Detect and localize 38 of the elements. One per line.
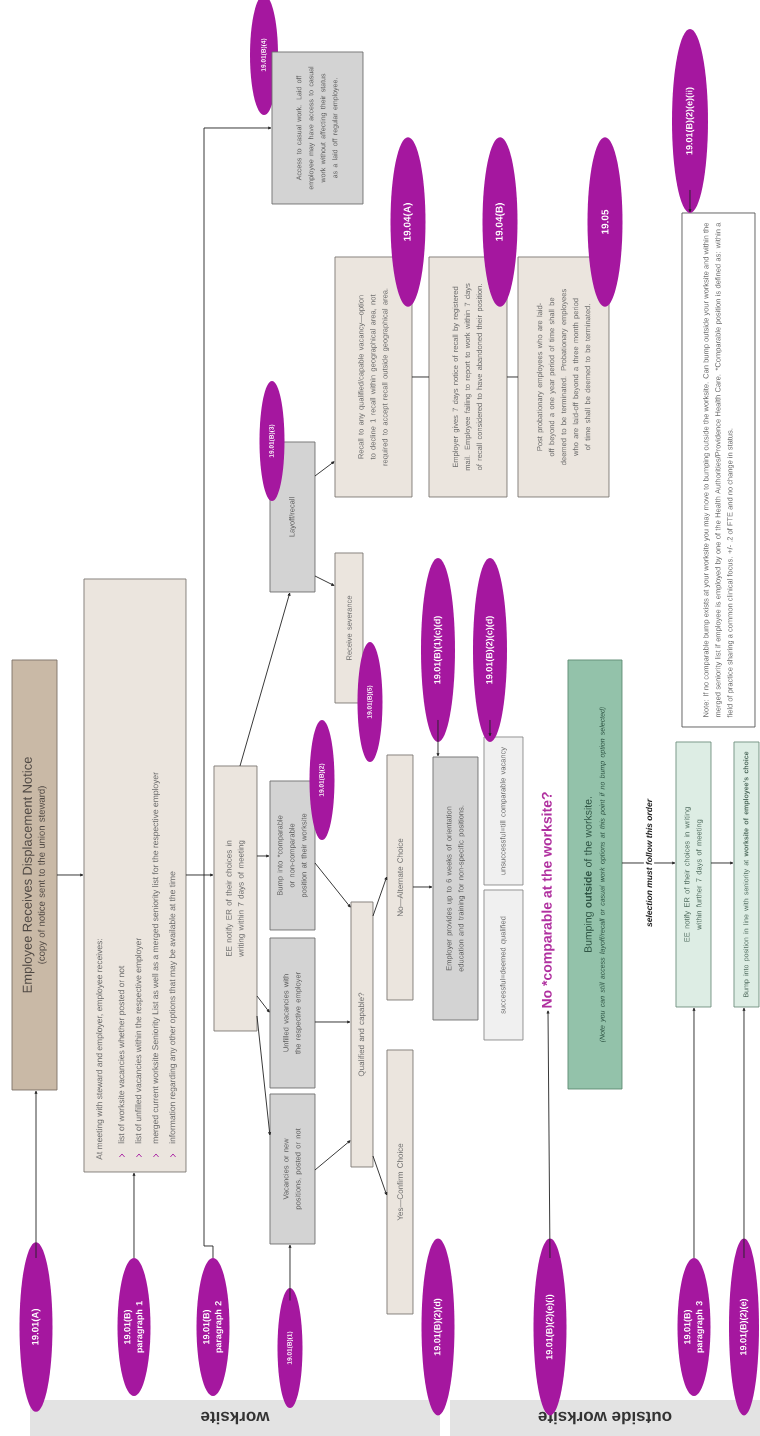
question-text: No *comparable at the worksite? (541, 792, 555, 1008)
arrow (256, 995, 270, 1013)
section-band: outside worksite (450, 1400, 760, 1436)
arrow (256, 854, 270, 858)
arrow (34, 1090, 38, 1259)
arrow (546, 1010, 551, 1259)
connector-line (411, 376, 430, 378)
connector-line (506, 376, 519, 378)
arrow (256, 1015, 272, 1136)
arrow (314, 1140, 351, 1171)
arrow (314, 1020, 351, 1024)
arrow (372, 876, 388, 917)
arrow (621, 861, 676, 865)
arrow (412, 885, 433, 889)
section-band: worksite (30, 1400, 440, 1436)
edge-label: selection must follow this order (643, 797, 655, 929)
arrow (203, 126, 272, 1259)
arrow (710, 861, 734, 865)
arrow (239, 592, 291, 767)
arrow (314, 461, 335, 477)
process-box: Yes—Confirm Choice (386, 1049, 414, 1315)
arrow (436, 719, 440, 757)
arrow (742, 1007, 746, 1259)
arrow (688, 189, 692, 213)
arrow (185, 873, 214, 877)
arrow (372, 1155, 388, 1196)
arrow (314, 862, 351, 908)
arrow (288, 1244, 292, 1301)
process-box: No—Alternate Choice (386, 754, 414, 1001)
arrow (488, 719, 492, 737)
arrow (314, 575, 335, 586)
process-box: Employee Receives Displacement Notice (copy of notice sent to the union steward) (11, 659, 58, 1091)
decision-box: Qualified and capable? (350, 901, 374, 1168)
arrow (132, 1172, 136, 1259)
arrow (692, 1007, 696, 1259)
info-box: At meeting with steward and employer, employee receives: list of worksite vacancies whether posted or not list of unfilled vacancies within the respective employer merged current worksite Seniority List as well as a merged seniority list for the respective employer information regarding any other options that may be available at the time (83, 578, 187, 1173)
arrow (56, 873, 84, 877)
process-box: EE notify ER of their choices in writing within 7 days of meeting (213, 765, 258, 1032)
